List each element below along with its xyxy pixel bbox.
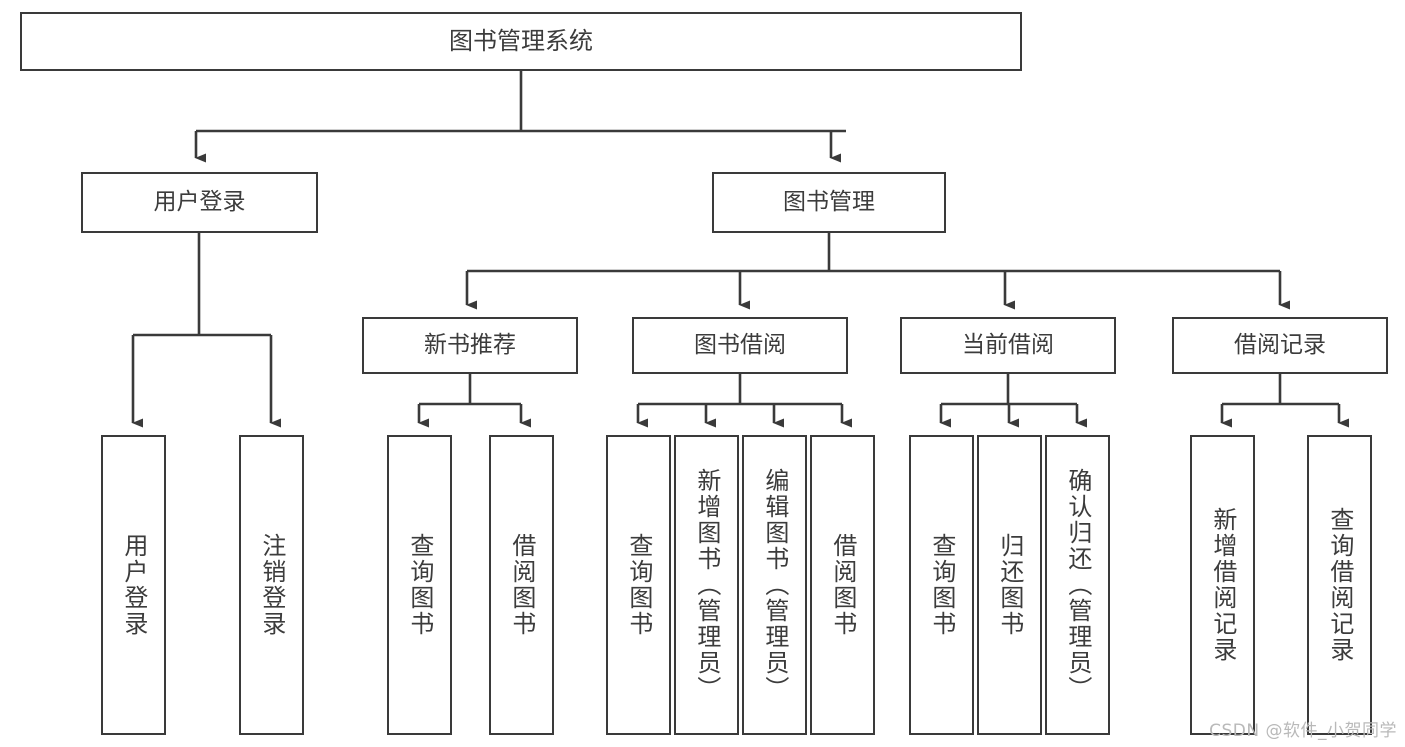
- node-root-label: 图书管理系统: [449, 27, 593, 56]
- node-root[interactable]: 图书管理系统: [20, 12, 1022, 71]
- node-leaf-add-record-label: 新增借阅记录: [1208, 507, 1237, 663]
- node-leaf-borrow-book-1[interactable]: 借阅图书: [489, 435, 554, 735]
- node-current-borrow[interactable]: 当前借阅: [900, 317, 1116, 374]
- node-book-management[interactable]: 图书管理: [712, 172, 946, 233]
- node-leaf-confirm-return-label: 确认归还（管理员）: [1063, 468, 1092, 702]
- node-leaf-borrow-book-1-label: 借阅图书: [507, 533, 536, 637]
- node-leaf-user-login-label: 用户登录: [119, 533, 148, 637]
- node-leaf-query-book-2[interactable]: 查询图书: [606, 435, 671, 735]
- node-leaf-return-book-label: 归还图书: [995, 533, 1024, 637]
- node-borrow-record[interactable]: 借阅记录: [1172, 317, 1388, 374]
- node-leaf-add-book[interactable]: 新增图书（管理员）: [674, 435, 739, 735]
- node-borrow-record-label: 借阅记录: [1234, 331, 1326, 358]
- node-book-borrow-label: 图书借阅: [694, 331, 786, 358]
- node-current-borrow-label: 当前借阅: [962, 331, 1054, 358]
- node-leaf-query-record-label: 查询借阅记录: [1325, 507, 1354, 663]
- node-leaf-edit-book[interactable]: 编辑图书（管理员）: [742, 435, 807, 735]
- node-book-borrow[interactable]: 图书借阅: [632, 317, 848, 374]
- node-leaf-user-login[interactable]: 用户登录: [101, 435, 166, 735]
- node-user-login[interactable]: 用户登录: [81, 172, 318, 233]
- node-leaf-logout[interactable]: 注销登录: [239, 435, 304, 735]
- node-new-book-recommend[interactable]: 新书推荐: [362, 317, 578, 374]
- node-leaf-query-book-1[interactable]: 查询图书: [387, 435, 452, 735]
- node-book-management-label: 图书管理: [783, 188, 875, 215]
- node-leaf-borrow-book-2-label: 借阅图书: [828, 533, 857, 637]
- node-new-book-recommend-label: 新书推荐: [424, 331, 516, 358]
- node-leaf-query-book-3[interactable]: 查询图书: [909, 435, 974, 735]
- node-leaf-add-record[interactable]: 新增借阅记录: [1190, 435, 1255, 735]
- node-leaf-add-book-label: 新增图书（管理员）: [692, 468, 721, 702]
- node-leaf-edit-book-label: 编辑图书（管理员）: [760, 468, 789, 702]
- node-leaf-query-record[interactable]: 查询借阅记录: [1307, 435, 1372, 735]
- node-leaf-return-book[interactable]: 归还图书: [977, 435, 1042, 735]
- node-leaf-logout-label: 注销登录: [257, 533, 286, 637]
- node-leaf-query-book-1-label: 查询图书: [405, 533, 434, 637]
- node-user-login-label: 用户登录: [153, 188, 246, 215]
- node-leaf-confirm-return[interactable]: 确认归还（管理员）: [1045, 435, 1110, 735]
- node-leaf-query-book-3-label: 查询图书: [927, 533, 956, 637]
- node-leaf-borrow-book-2[interactable]: 借阅图书: [810, 435, 875, 735]
- node-leaf-query-book-2-label: 查询图书: [624, 533, 653, 637]
